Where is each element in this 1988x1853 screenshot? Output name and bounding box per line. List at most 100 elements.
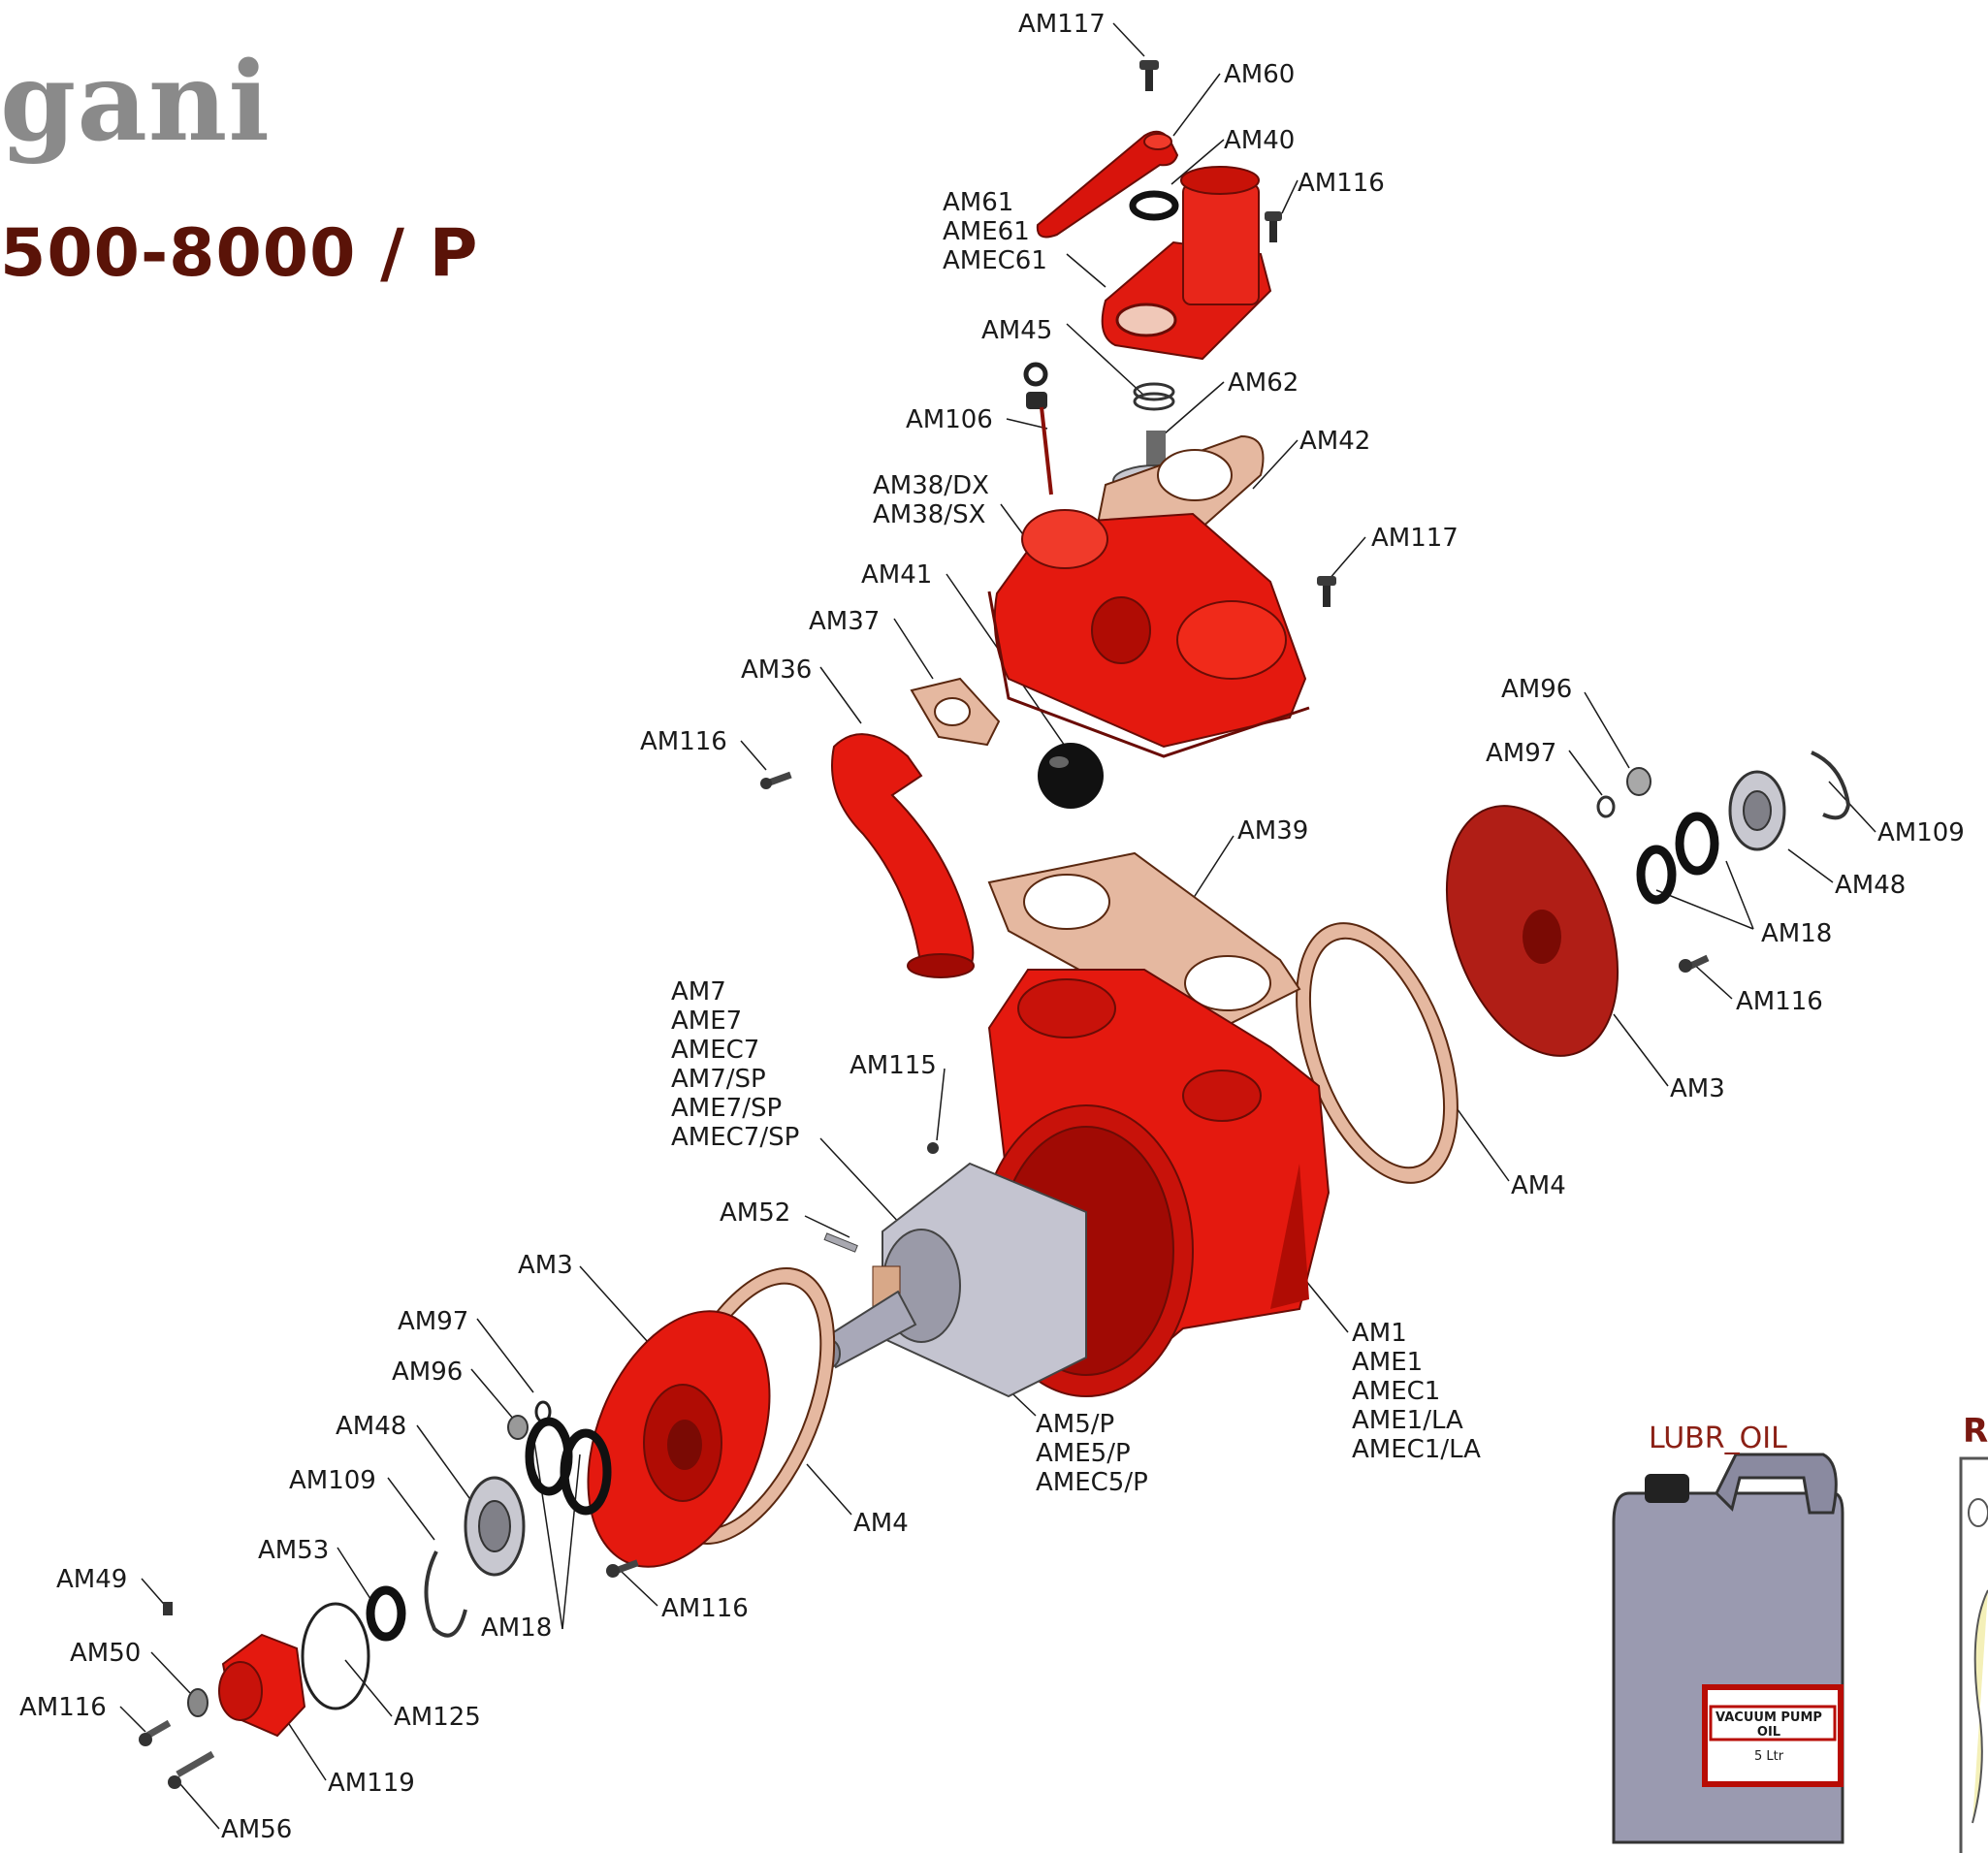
gasket-am4-right — [1296, 922, 1459, 1184]
oring-am125 — [301, 1602, 370, 1710]
label-am7-group: AM7 AME7 AMEC7 AM7/SP AME7/SP AMEC7/SP — [671, 977, 799, 1152]
end-cover-am3-left — [587, 1310, 771, 1568]
label-am117-mid: AM117 — [1371, 524, 1459, 553]
label-am116-left: AM116 — [640, 727, 727, 756]
label-am117-top: AM117 — [1018, 10, 1106, 39]
label-amec7: AMEC7 — [671, 1036, 760, 1065]
label-am38-group: AM38/DX AM38/SX — [873, 471, 989, 529]
bolt-am56 — [168, 1750, 215, 1789]
screw-am117-top — [1139, 60, 1159, 91]
label-am39: AM39 — [1237, 816, 1309, 846]
label-am7-sp: AM7/SP — [671, 1065, 766, 1094]
label-am109-left: AM109 — [289, 1466, 376, 1495]
label-am45: AM45 — [981, 316, 1053, 345]
label-am3-left: AM3 — [518, 1251, 573, 1280]
label-am115: AM115 — [850, 1051, 937, 1080]
label-am1-group: AM1 AME1 AMEC1 AME1/LA AMEC1/LA — [1352, 1319, 1481, 1464]
label-am56: AM56 — [221, 1815, 293, 1844]
oring-am40 — [1129, 190, 1179, 221]
model-title: 500-8000 / P — [0, 215, 479, 292]
label-am36: AM36 — [741, 655, 813, 685]
screw-am116-right — [1679, 954, 1710, 973]
label-ame7-sp: AME7/SP — [671, 1094, 783, 1123]
pin-am52 — [823, 1232, 858, 1253]
plug-am49 — [163, 1602, 173, 1615]
oil-can — [1612, 1453, 1844, 1844]
label-amec61: AMEC61 — [943, 246, 1047, 275]
seals-am18-right — [1636, 812, 1719, 905]
label-am4-left: AM4 — [853, 1509, 909, 1538]
label-am61-group: AM61 AME61 AMEC61 — [943, 188, 1047, 275]
seal-am53 — [366, 1585, 406, 1642]
label-am62: AM62 — [1228, 368, 1299, 398]
label-am3-right: AM3 — [1670, 1074, 1725, 1103]
label-am60: AM60 — [1224, 60, 1296, 89]
label-am49: AM49 — [56, 1565, 128, 1594]
label-am18-left: AM18 — [481, 1613, 553, 1643]
label-am96-right: AM96 — [1501, 675, 1573, 704]
label-am48-left: AM48 — [336, 1412, 407, 1441]
label-am52: AM52 — [720, 1198, 791, 1228]
label-am97-left: AM97 — [398, 1307, 469, 1336]
label-am5-p: AM5/P — [1036, 1410, 1115, 1439]
screw-am117-mid — [1317, 576, 1336, 607]
label-am106: AM106 — [906, 405, 993, 434]
cover-am61 — [1101, 166, 1272, 361]
valve-chamber-am38 — [987, 509, 1310, 758]
label-amec1: AMEC1 — [1352, 1377, 1441, 1406]
label-am1: AM1 — [1352, 1319, 1407, 1348]
elbow-pipe-am36 — [831, 733, 975, 978]
bearing-am48-left — [464, 1476, 526, 1577]
kit-panel — [1959, 1456, 1988, 1853]
washer-am50 — [187, 1688, 208, 1717]
oil-title: LUBR_OIL — [1649, 1422, 1787, 1455]
label-am40: AM40 — [1224, 126, 1296, 155]
label-ame7: AME7 — [671, 1006, 743, 1036]
label-am5-group: AM5/P AME5/P AMEC5/P — [1036, 1410, 1148, 1497]
label-am41: AM41 — [861, 560, 933, 590]
label-ame61: AME61 — [943, 217, 1030, 246]
seals-am18-left — [525, 1417, 612, 1516]
screw-am116-bottom — [606, 1559, 639, 1578]
circlip-am109-right — [1811, 751, 1851, 820]
label-ame5-p: AME5/P — [1036, 1439, 1131, 1468]
cap-am119 — [218, 1633, 306, 1738]
label-am116-bottom: AM116 — [661, 1594, 749, 1623]
label-am38-dx: AM38/DX — [873, 471, 989, 500]
label-am38-sx: AM38/SX — [873, 500, 986, 529]
lever-am60 — [1036, 130, 1179, 239]
kit-title: R — [1963, 1412, 1988, 1451]
plug-am96-right — [1626, 767, 1651, 796]
label-am7: AM7 — [671, 977, 726, 1006]
label-am125: AM125 — [394, 1703, 481, 1732]
circlip-am109-left — [424, 1550, 467, 1638]
label-am109-right: AM109 — [1877, 818, 1965, 847]
label-amec7-sp: AMEC7/SP — [671, 1123, 800, 1152]
screw-am116-top — [1265, 211, 1282, 242]
dipstick-am106 — [1023, 362, 1053, 495]
label-am37: AM37 — [809, 607, 881, 636]
label-ame1: AME1 — [1352, 1348, 1424, 1377]
ball-am41 — [1038, 743, 1104, 809]
label-am18-right: AM18 — [1761, 919, 1833, 948]
spring-am45 — [1133, 382, 1175, 411]
plug-am96-left — [507, 1415, 529, 1440]
label-am42: AM42 — [1299, 427, 1371, 456]
plug-am115 — [927, 1142, 939, 1154]
gasket-am39 — [987, 851, 1301, 1039]
bearing-am48-right — [1728, 770, 1786, 851]
gasket-am37 — [910, 677, 1001, 747]
oil-can-volume: 5 Ltr — [1753, 1749, 1784, 1764]
label-am119: AM119 — [328, 1769, 415, 1798]
label-am48-right: AM48 — [1835, 871, 1907, 900]
screw-am116-left — [760, 771, 792, 789]
label-am53: AM53 — [258, 1536, 330, 1565]
label-amec1-la: AMEC1/LA — [1352, 1435, 1481, 1464]
end-cover-am3-right — [1445, 805, 1619, 1057]
label-amec5-p: AMEC5/P — [1036, 1468, 1148, 1497]
label-am116-bl: AM116 — [19, 1693, 107, 1722]
label-am116-right: AM116 — [1736, 987, 1823, 1016]
label-am4-right: AM4 — [1511, 1171, 1566, 1200]
rotor-am5 — [819, 1162, 1087, 1398]
